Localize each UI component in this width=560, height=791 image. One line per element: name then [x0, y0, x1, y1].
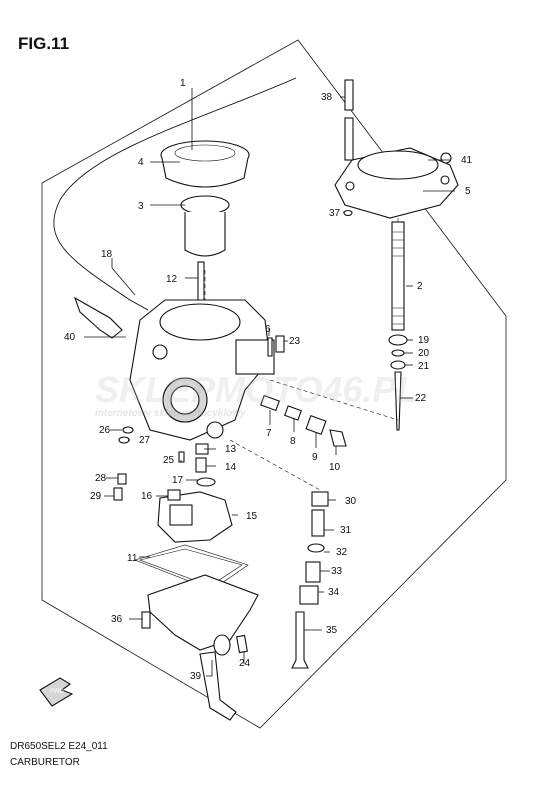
screw-41-part [440, 152, 452, 164]
fwd-label: FWD [50, 689, 64, 695]
part-27 [118, 436, 130, 444]
callout-30: 30 [345, 496, 357, 507]
oring-32-part [307, 543, 325, 553]
drain-hose-part [199, 651, 237, 721]
callout-32: 32 [336, 547, 348, 558]
part-21 [390, 360, 406, 370]
screw-29-part [113, 487, 123, 501]
frame-outline [41, 39, 507, 729]
part-30 [311, 491, 329, 507]
callout-5: 5 [465, 186, 471, 197]
part-9 [305, 414, 327, 436]
spring-8-part [284, 405, 302, 421]
callout-labels: 1 2 3 4 5 6 7 8 9 10 11 12 13 14 15 16 1… [64, 78, 473, 682]
part-28 [117, 473, 127, 485]
piston-rod-part [391, 221, 405, 331]
spring-7-part [260, 394, 280, 412]
part-14 [195, 457, 207, 473]
callout-16: 16 [141, 491, 153, 502]
spring-33-part [305, 561, 321, 583]
callout-21: 21 [418, 361, 430, 372]
callout-28: 28 [95, 473, 107, 484]
footer-name: CARBURETOR [10, 757, 80, 768]
part-20 [391, 349, 405, 357]
callout-4: 4 [138, 157, 144, 168]
needle-22-part [394, 371, 402, 431]
callout-7: 7 [266, 428, 272, 439]
gasket-part [134, 544, 249, 591]
callout-6: 6 [265, 324, 271, 335]
callout-25: 25 [163, 455, 175, 466]
callout-36: 36 [111, 614, 123, 625]
callout-11: 11 [127, 553, 138, 564]
callout-34: 34 [328, 587, 340, 598]
callout-35: 35 [326, 625, 338, 636]
callout-14: 14 [225, 462, 237, 473]
callout-2: 2 [417, 281, 423, 292]
callout-23: 23 [289, 336, 301, 347]
part-31 [311, 509, 325, 537]
callout-12: 12 [166, 274, 178, 285]
callout-27: 27 [139, 435, 151, 446]
callout-13: 13 [225, 444, 237, 455]
footer-code: DR650SEL2 E24_011 [10, 741, 108, 752]
screw-36-part [141, 611, 151, 629]
watermark-sub: internetowy sklep motocyklowy [95, 408, 246, 419]
callout-26: 26 [99, 425, 111, 436]
leader-lines [84, 88, 455, 677]
callout-10: 10 [329, 462, 341, 473]
float-bowl-part [147, 574, 259, 651]
bracket-part [73, 296, 123, 339]
washer-37-part [343, 209, 353, 217]
callout-17: 17 [172, 475, 184, 486]
callout-37: 37 [329, 208, 341, 219]
callout-24: 24 [239, 658, 251, 669]
spring-seat-part [180, 195, 230, 215]
part-25 [178, 451, 185, 463]
callout-8: 8 [290, 436, 296, 447]
callout-15: 15 [246, 511, 258, 522]
callout-20: 20 [418, 348, 430, 359]
callout-22: 22 [415, 393, 427, 404]
callout-29: 29 [90, 491, 102, 502]
callout-40: 40 [64, 332, 76, 343]
callout-39: 39 [190, 671, 202, 682]
part-34 [299, 585, 319, 605]
figure-title: FIG.11 [18, 34, 70, 53]
callout-1: 1 [180, 78, 186, 89]
callout-19: 19 [418, 335, 430, 346]
callout-18: 18 [101, 249, 113, 260]
part-10 [329, 429, 347, 447]
part-26 [122, 426, 134, 434]
watermark: SKLEPMOTO46.PL internetowy sklep motocyk… [95, 369, 418, 419]
part-16 [167, 489, 181, 501]
pin-part [344, 79, 354, 111]
fwd-arrow-icon: FWD [39, 677, 74, 707]
oring-17-part [196, 477, 216, 487]
screw-35-part [291, 611, 309, 669]
callout-9: 9 [312, 452, 318, 463]
watermark-brand: SKLEPMOTO46.PL [95, 369, 418, 410]
screw-23-part [275, 335, 285, 353]
screw-24-part [236, 634, 248, 654]
callout-41: 41 [461, 155, 473, 166]
callout-38: 38 [321, 92, 333, 103]
screw-6-part [267, 337, 273, 357]
callout-31: 31 [340, 525, 352, 536]
part-19 [388, 334, 408, 346]
callout-33: 33 [331, 566, 343, 577]
callout-3: 3 [138, 201, 144, 212]
